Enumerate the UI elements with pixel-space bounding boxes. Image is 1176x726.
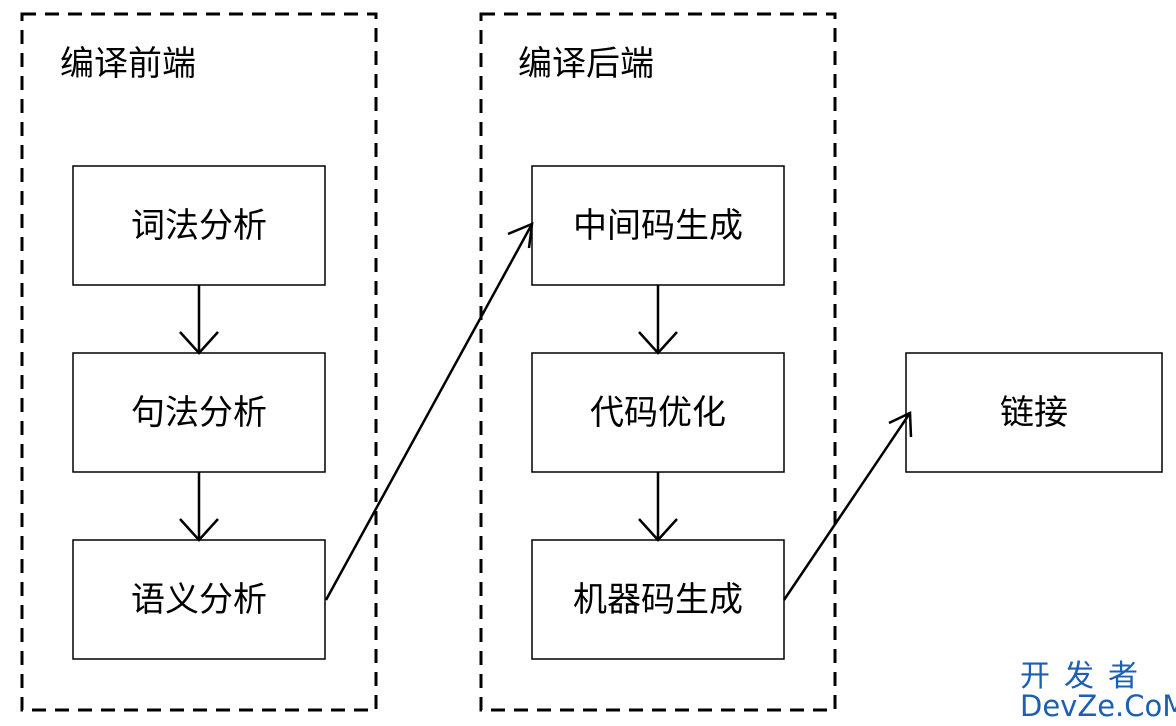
frontend-group-frame xyxy=(20,12,378,712)
frontend-group: 编译前端 xyxy=(20,12,378,712)
edge-lexical-to-syntax-arrowhead xyxy=(179,331,219,355)
edge-ir-to-optimize-arrowhead xyxy=(638,331,678,355)
backend-group-frame xyxy=(479,12,837,712)
node-machine-code-generation: 机器码生成 xyxy=(531,539,785,660)
edge-optimize-to-machine-arrowhead xyxy=(638,518,678,542)
frontend-group-title: 编译前端 xyxy=(60,44,196,84)
edge-machine-to-link xyxy=(782,411,913,601)
node-linking-box xyxy=(905,352,1163,473)
node-linking-label: 链接 xyxy=(1000,393,1068,433)
edge-ir-to-optimize xyxy=(638,285,678,355)
node-syntax-analysis-box xyxy=(72,352,326,473)
node-code-optimization-label: 代码优化 xyxy=(590,393,726,433)
watermark-logo-domain: DevZe.CoM xyxy=(1020,689,1176,723)
edge-semantic-to-ir-arrowhead xyxy=(507,222,534,249)
edge-machine-to-link-arrowhead xyxy=(888,411,913,438)
node-semantic-analysis: 语义分析 xyxy=(72,539,326,660)
node-syntax-analysis-label: 句法分析 xyxy=(131,393,267,433)
backend-group-title: 编译后端 xyxy=(518,44,654,84)
node-machine-code-generation-label: 机器码生成 xyxy=(573,580,743,620)
node-lexical-analysis-box xyxy=(72,165,326,286)
edge-semantic-to-ir xyxy=(324,222,534,601)
edge-syntax-to-semantic-arrowhead xyxy=(179,518,219,542)
edge-optimize-to-machine xyxy=(638,472,678,542)
edge-syntax-to-semantic xyxy=(179,472,219,542)
node-ir-generation: 中间码生成 xyxy=(531,165,785,286)
backend-group: 编译后端 xyxy=(479,12,837,712)
node-ir-generation-box xyxy=(531,165,785,286)
node-linking: 链接 xyxy=(905,352,1163,473)
node-lexical-analysis-label: 词法分析 xyxy=(131,206,267,246)
edge-lexical-to-syntax xyxy=(179,285,219,355)
edge-semantic-to-ir-line xyxy=(324,223,534,601)
node-semantic-analysis-label: 语义分析 xyxy=(131,580,267,620)
watermark-logo-text: 开发者 xyxy=(1020,659,1152,694)
node-code-optimization: 代码优化 xyxy=(531,352,785,473)
edge-machine-to-link-line xyxy=(782,412,912,601)
node-code-optimization-box xyxy=(531,352,785,473)
node-machine-code-generation-box xyxy=(531,539,785,660)
node-ir-generation-label: 中间码生成 xyxy=(573,206,743,246)
node-syntax-analysis: 句法分析 xyxy=(72,352,326,473)
watermark-logo: 开发者 DevZe.CoM xyxy=(1020,659,1176,723)
node-lexical-analysis: 词法分析 xyxy=(72,165,326,286)
node-semantic-analysis-box xyxy=(72,539,326,660)
